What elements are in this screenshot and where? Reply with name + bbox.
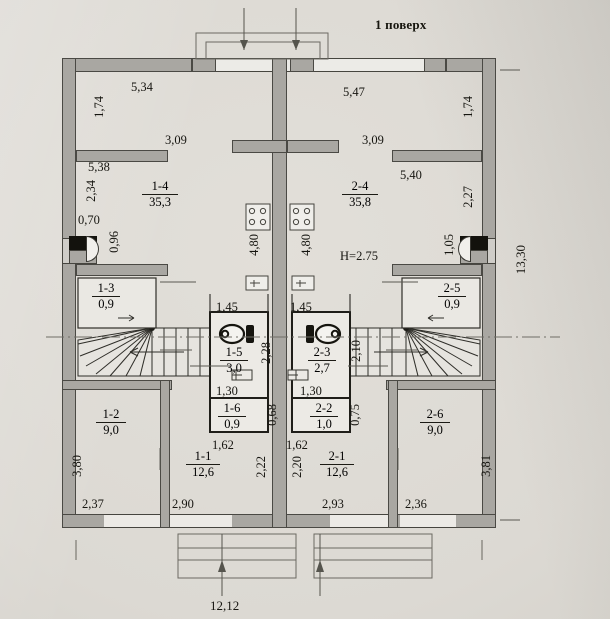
room-number: 2-2 [315, 401, 333, 415]
dim-right-room26-width: 2,36 [405, 497, 427, 511]
party-wall-spur-right [287, 140, 339, 153]
room-label-2-6: 2-6 9,0 [410, 408, 460, 437]
dim-right-hall-width: 1,62 [286, 438, 308, 452]
room-area: 0,9 [224, 417, 240, 431]
dim-left-hall-width: 1,62 [212, 438, 234, 452]
window-bottom-right [400, 514, 456, 528]
room-area: 35,8 [349, 195, 371, 209]
room-area: 0,9 [444, 297, 460, 311]
room-label-2-2: 2-2 1,0 [302, 402, 346, 431]
room-number: 1-4 [151, 179, 169, 193]
dim-left-bath-width: 1,45 [216, 300, 238, 314]
door-bottom-left [170, 514, 232, 528]
room-number: 2-4 [351, 179, 369, 193]
dim-left-wall-run: 5,38 [88, 160, 110, 174]
room-area: 12,6 [326, 465, 348, 479]
interior-wall-room12-top [62, 380, 172, 390]
interior-wall-room12-right [160, 380, 170, 528]
toilet-fixture-left [218, 323, 254, 345]
room-label-1-5: 1-5 3,0 [212, 346, 256, 375]
dim-left-top-window: 5,34 [131, 80, 153, 94]
dim-left-room12-width: 2,37 [82, 497, 104, 511]
room-area: 2,7 [314, 361, 330, 375]
plan-title: 1 поверх [375, 17, 427, 32]
room-label-1-4: 1-4 35,3 [130, 180, 190, 209]
dim-left-bath-inner: 1,30 [216, 384, 238, 398]
dim-left-room-width-upper: 3,09 [165, 133, 187, 147]
room-number: 1-5 [225, 345, 243, 359]
door-bottom-right [330, 514, 392, 528]
room-label-1-1: 1-1 12,6 [176, 450, 230, 479]
room-label-1-2: 1-2 9,0 [86, 408, 136, 437]
room-label-1-3: 1-3 0,9 [82, 282, 130, 311]
room-number: 2-6 [426, 407, 444, 421]
dim-right-top-window: 5,47 [343, 85, 365, 99]
dim-right-bath-width: 1,45 [290, 300, 312, 314]
room-label-2-4: 2-4 35,8 [330, 180, 390, 209]
exterior-wall-pier-3 [424, 58, 446, 72]
dim-overall-width: 12,12 [210, 598, 240, 613]
dim-right-room21-width: 2,93 [322, 497, 344, 511]
room-label-2-5: 2-5 0,9 [428, 282, 476, 311]
room-area: 1,0 [316, 417, 332, 431]
window-top-right [314, 58, 424, 72]
dim-right-wall-run: 5,40 [400, 168, 422, 182]
room-number: 2-1 [328, 449, 346, 463]
toilet-fixture-right [306, 323, 342, 345]
window-bottom-left [104, 514, 160, 528]
interior-wall-stair-top-left [76, 264, 168, 276]
room-area: 35,3 [149, 195, 171, 209]
room-area: 12,6 [192, 465, 214, 479]
room-number: 2-3 [313, 345, 331, 359]
room-area: 0,9 [98, 297, 114, 311]
room-label-2-1: 2-1 12,6 [310, 450, 364, 479]
dim-right-bath-inner: 1,30 [300, 384, 322, 398]
room-number: 1-6 [223, 401, 241, 415]
room-area: 9,0 [103, 423, 119, 437]
room-label-1-6: 1-6 0,9 [210, 402, 254, 431]
room-label-2-3: 2-3 2,7 [300, 346, 344, 375]
party-wall-spur-left [232, 140, 287, 153]
room-number: 1-2 [102, 407, 120, 421]
interior-wall-room26-left [388, 380, 398, 528]
room-number: 1-1 [194, 449, 212, 463]
dim-left-room11-width: 2,90 [172, 497, 194, 511]
interior-wall-room26-top [386, 380, 496, 390]
room-number: 1-3 [97, 281, 115, 295]
interior-wall-niche-right [392, 150, 482, 162]
ceiling-height-note: H=2.75 [340, 249, 378, 263]
dim-left-seg-b: 0,70 [78, 213, 100, 227]
dim-right-room-width-upper: 3,09 [362, 133, 384, 147]
interior-wall-stair-top-right [392, 264, 482, 276]
interior-wall-niche-left [76, 150, 168, 162]
room-area: 9,0 [427, 423, 443, 437]
room-number: 2-5 [443, 281, 461, 295]
room-area: 3,0 [226, 361, 242, 375]
